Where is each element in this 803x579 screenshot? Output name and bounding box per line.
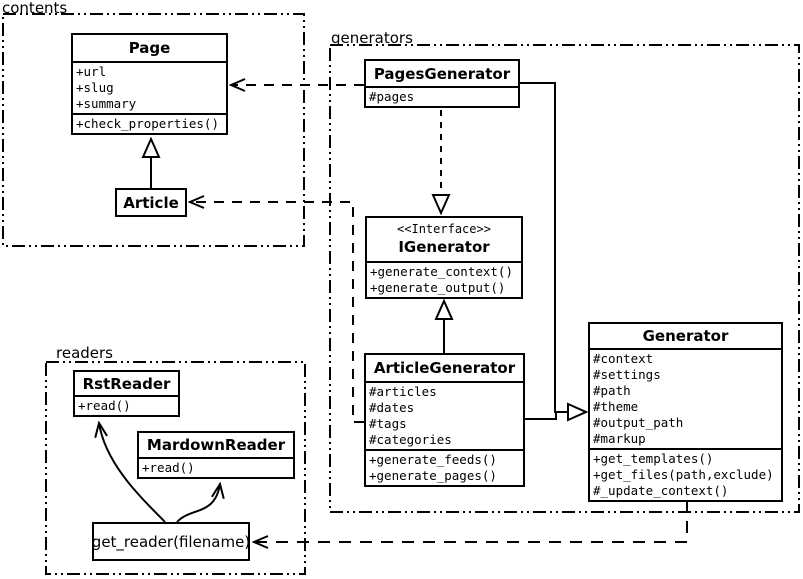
- association-arrow-getreader-to-rstreader: [99, 423, 166, 523]
- attribute: #pages: [369, 89, 415, 104]
- package-label-generators: generators: [331, 29, 413, 47]
- attribute: #markup: [593, 431, 646, 446]
- inheritance-line-pagesgenerator-to-generator: [520, 82, 556, 412]
- inheritance-line-articlegenerator-to-generator: [525, 412, 557, 420]
- class-title-pagesgenerator: PagesGenerator: [373, 64, 511, 83]
- class-box-articlegenerator: ArticleGenerator #articles #dates #tags …: [364, 353, 525, 487]
- attribute: #settings: [593, 367, 661, 382]
- class-box-page: Page +url +slug +summary +check_properti…: [71, 33, 228, 135]
- class-header-igenerator: <<Interface>> IGenerator: [367, 218, 521, 261]
- class-box-rstreader: RstReader +read(): [73, 370, 180, 417]
- class-attributes-generator: #context #settings #path #theme #output_…: [590, 348, 781, 448]
- method: #_update_context(): [593, 483, 729, 498]
- class-methods-generator: +get_templates() +get_files(path,exclude…: [590, 448, 781, 500]
- class-box-article: Article: [115, 188, 187, 217]
- class-methods-page: +check_properties(): [73, 113, 226, 133]
- class-title-rstreader: RstReader: [82, 374, 171, 393]
- attribute: #theme: [593, 399, 639, 414]
- package-label-contents: contents: [2, 0, 68, 17]
- function-box-getreader: get_reader(filename): [92, 522, 250, 561]
- class-title-page: Page: [128, 39, 171, 57]
- attribute: +url: [76, 64, 107, 79]
- method: +get_files(path,exclude): [593, 467, 774, 482]
- package-label-readers: readers: [56, 344, 113, 362]
- class-attributes-articlegenerator: #articles #dates #tags #categories: [366, 381, 523, 449]
- method: +generate_feeds(): [369, 452, 497, 467]
- class-methods-rstreader: +read(): [75, 395, 178, 415]
- class-title-igenerator: IGenerator: [398, 238, 490, 256]
- class-attributes-page: +url +slug +summary: [73, 61, 226, 113]
- attribute: #articles: [369, 384, 437, 399]
- attribute: #path: [593, 383, 631, 398]
- attribute: #dates: [369, 400, 415, 415]
- class-stereotype-igenerator: <<Interface>>: [397, 222, 491, 236]
- class-title-mardownreader: MardownReader: [146, 436, 286, 454]
- attribute: #output_path: [593, 415, 684, 430]
- class-methods-mardownreader: +read(): [139, 457, 293, 477]
- class-box-pagesgenerator: PagesGenerator #pages: [364, 59, 520, 108]
- attribute: +summary: [76, 96, 137, 111]
- method: +generate_pages(): [369, 468, 497, 483]
- method: +check_properties(): [76, 116, 219, 131]
- package-border-readers: [45, 361, 306, 575]
- method: +get_templates(): [593, 451, 714, 466]
- method: +read(): [78, 398, 131, 413]
- dependency-arrow-generator-to-getreader: [254, 500, 688, 542]
- class-attributes-pagesgenerator: #pages: [366, 86, 518, 106]
- class-box-generator: Generator #context #settings #path #them…: [588, 322, 783, 502]
- package-border-contents: [2, 13, 305, 247]
- package-border-generators: [329, 44, 800, 513]
- method: +generate_output(): [370, 280, 506, 295]
- association-arrow-getreader-to-mardownreader: [176, 484, 220, 523]
- method: +read(): [142, 460, 195, 475]
- class-methods-articlegenerator: +generate_feeds() +generate_pages(): [366, 449, 523, 485]
- method: +generate_context(): [370, 264, 513, 279]
- class-title-article: Article: [123, 193, 179, 212]
- attribute: #tags: [369, 416, 407, 431]
- attribute: +slug: [76, 80, 114, 95]
- class-box-igenerator: <<Interface>> IGenerator +generate_conte…: [365, 216, 523, 299]
- class-methods-igenerator: +generate_context() +generate_output(): [367, 261, 521, 297]
- class-title-generator: Generator: [642, 327, 729, 345]
- attribute: #context: [593, 351, 654, 366]
- attribute: #categories: [369, 432, 452, 447]
- class-title-articlegenerator: ArticleGenerator: [373, 359, 516, 377]
- dependency-arrow-articlegenerator-to-article: [190, 202, 364, 423]
- class-box-mardownreader: MardownReader +read(): [137, 431, 295, 479]
